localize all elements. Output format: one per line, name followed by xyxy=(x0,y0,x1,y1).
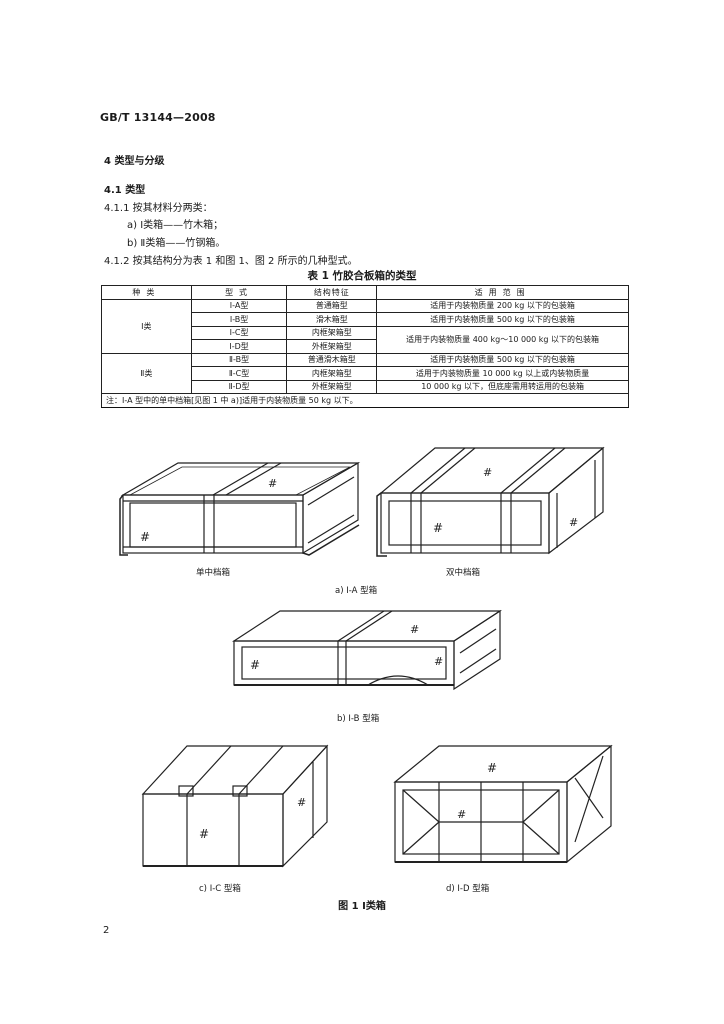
type-cell: Ⅰ-A型 xyxy=(190,298,288,313)
scope-cell-merged: 适用于内装物质量 400 kg～10 000 kg 以下的包装箱 xyxy=(376,325,629,354)
wood-mark-icon: # xyxy=(140,530,150,544)
header-type: 型式 xyxy=(190,285,288,300)
table-note-row: 注：Ⅰ-A 型中的单中档箱[见图 1 中 a)]适用于内装物质量 50 kg 以… xyxy=(101,393,629,408)
type-cell: Ⅰ-C型 xyxy=(190,325,288,340)
box-id-drawing: # # xyxy=(393,744,613,864)
scope-cell-merged-line1: 适用于内装物质量 10 000 kg 以上或内装物质量 xyxy=(376,366,629,381)
wood-mark-icon: # xyxy=(434,655,443,668)
scope-cell: 适用于内装物质量 500 kg 以下的包装箱 xyxy=(376,312,629,327)
wood-mark-icon: # xyxy=(268,477,277,490)
table-header-row: 种类 型式 结构特征 适用范围 xyxy=(101,285,629,300)
box-ia-double-drawing: # # # xyxy=(376,446,605,557)
label-single-middle-box: 单中档箱 xyxy=(196,568,231,578)
subfigure-a-label: a) Ⅰ-A 型箱 xyxy=(335,586,378,596)
box-ic-drawing: # # xyxy=(141,744,329,868)
header-feature: 结构特征 xyxy=(286,285,378,300)
class-cell-2: Ⅱ类 xyxy=(101,352,192,394)
table-caption: 表 1 竹胶合板箱的类型 xyxy=(307,270,417,282)
standard-code: GB/T 13144—2008 xyxy=(100,111,216,124)
section-4-1-2: 4.1.2 按其结构分为表 1 和图 1、图 2 所示的几种型式。 xyxy=(104,256,358,267)
wood-mark-icon: # xyxy=(410,623,419,636)
table-row: Ⅰ-D型 外框架箱型 xyxy=(102,339,629,354)
wood-mark-icon: # xyxy=(487,761,497,775)
scope-cell-merged-line2: 10 000 kg 以下，但底座需用转运用的包装箱 xyxy=(376,379,629,394)
type-cell: Ⅰ-B型 xyxy=(190,312,288,327)
table-row: Ⅱ-C型 内框架箱型 适用于内装物质量 10 000 kg 以上或内装物质量 xyxy=(102,366,629,381)
class-cell-1: Ⅰ类 xyxy=(101,298,192,354)
scope-cell: 适用于内装物质量 500 kg 以下的包装箱 xyxy=(376,352,629,367)
section-4-1-heading: 4.1 类型 xyxy=(104,185,146,196)
page-number: 2 xyxy=(103,925,110,936)
table-row: Ⅰ-B型 滑木箱型 适用于内装物质量 500 kg 以下的包装箱 xyxy=(102,312,629,327)
subfigure-d-label: d) Ⅰ-D 型箱 xyxy=(446,884,490,894)
type-cell: Ⅱ-D型 xyxy=(190,379,288,394)
section-4-heading: 4 类型与分级 xyxy=(104,156,165,167)
table-row: Ⅰ-C型 内框架箱型 适用于内装物质量 400 kg～10 000 kg 以下的… xyxy=(102,325,629,354)
subfigure-c-label: c) Ⅰ-C 型箱 xyxy=(199,884,241,894)
wood-mark-icon: # xyxy=(569,516,578,529)
item-a: a) Ⅰ类箱——竹木箱； xyxy=(127,220,224,231)
types-table: 种类 型式 结构特征 适用范围 Ⅰ类 Ⅰ-A型 普通箱型 适用于内装物质量 20… xyxy=(101,285,629,408)
feature-cell: 普通滑木箱型 xyxy=(286,352,378,367)
table-row: Ⅰ类 Ⅰ-A型 普通箱型 适用于内装物质量 200 kg 以下的包装箱 xyxy=(101,298,629,354)
scope-cell: 适用于内装物质量 200 kg 以下的包装箱 xyxy=(376,298,629,313)
wood-mark-icon: # xyxy=(433,521,443,535)
label-double-middle-box: 双中档箱 xyxy=(446,568,481,578)
feature-cell: 外框架箱型 xyxy=(286,379,378,394)
wood-mark-icon: # xyxy=(483,466,492,479)
header-class: 种类 xyxy=(101,285,192,300)
feature-cell: 外框架箱型 xyxy=(286,339,378,354)
figure-title: 图 1 Ⅰ类箱 xyxy=(338,901,386,912)
wood-mark-icon: # xyxy=(297,796,306,809)
feature-cell: 内框架箱型 xyxy=(286,325,378,340)
feature-cell: 内框架箱型 xyxy=(286,366,378,381)
feature-cell: 滑木箱型 xyxy=(286,312,378,327)
wood-mark-icon: # xyxy=(457,808,466,821)
box-ia-single-drawing: # # xyxy=(119,461,361,556)
table-row: Ⅱ-D型 外框架箱型 10 000 kg 以下，但底座需用转运用的包装箱 xyxy=(102,379,629,394)
table-note: 注：Ⅰ-A 型中的单中档箱[见图 1 中 a)]适用于内装物质量 50 kg 以… xyxy=(101,393,629,408)
item-b: b) Ⅱ类箱——竹钢箱。 xyxy=(127,238,226,249)
wood-mark-icon: # xyxy=(199,827,209,841)
feature-cell: 普通箱型 xyxy=(286,298,378,313)
type-cell: Ⅰ-D型 xyxy=(190,339,288,354)
type-cell: Ⅱ-B型 xyxy=(190,352,288,367)
wood-mark-icon: # xyxy=(250,658,260,672)
type-cell: Ⅱ-C型 xyxy=(190,366,288,381)
table-row: Ⅱ类 Ⅱ-B型 普通滑木箱型 适用于内装物质量 500 kg 以下的包装箱 xyxy=(101,352,629,394)
box-ib-drawing: # # # xyxy=(231,609,503,691)
section-4-1-1: 4.1.1 按其材料分两类： xyxy=(104,203,213,214)
header-scope: 适用范围 xyxy=(376,285,629,300)
subfigure-b-label: b) Ⅰ-B 型箱 xyxy=(337,714,380,724)
